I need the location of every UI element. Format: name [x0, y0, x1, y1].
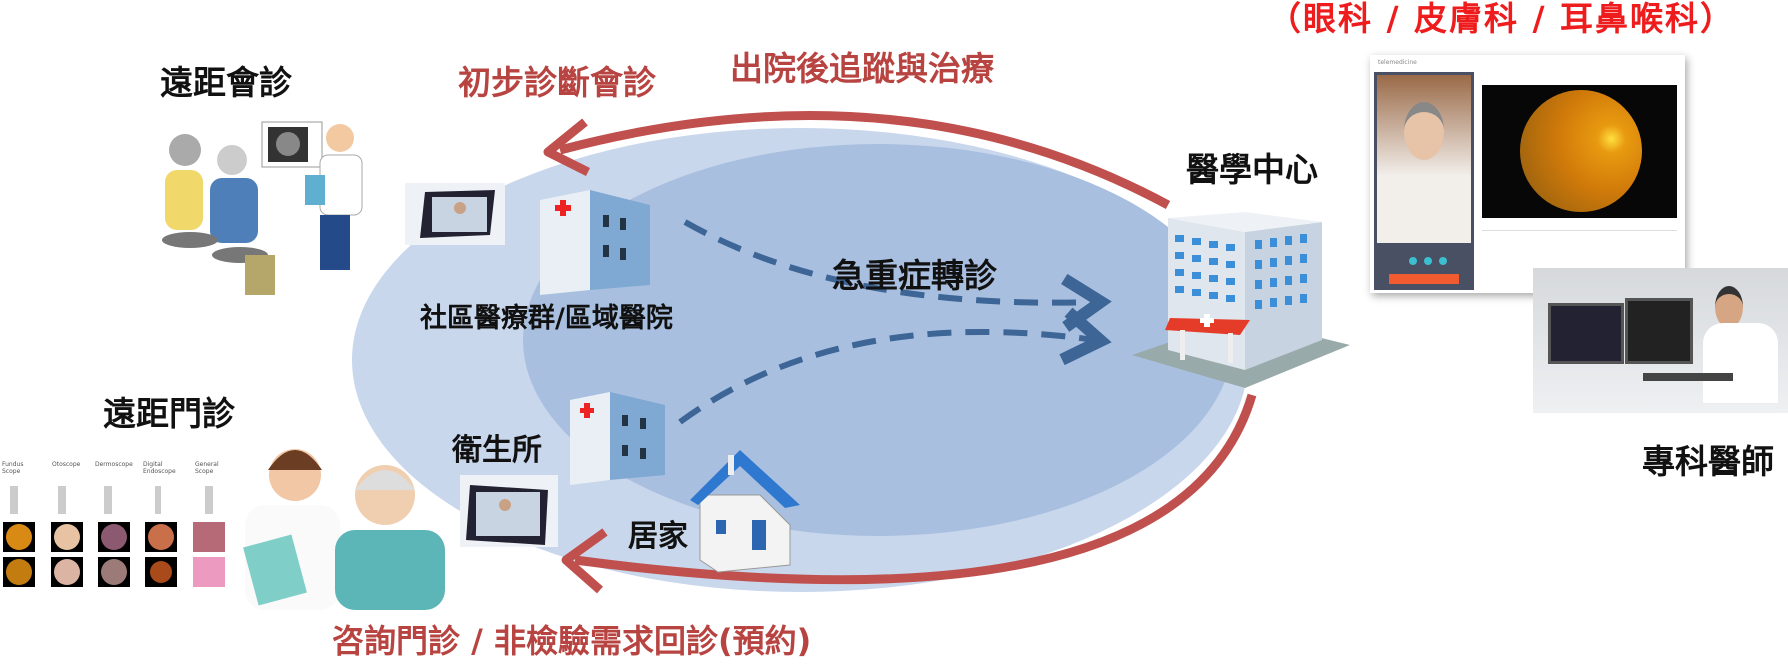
remote-consultation-label: 遠距會診	[160, 63, 292, 102]
laptop-video-call-icon	[405, 183, 505, 245]
emergency-referral-label: 急重症轉診	[832, 256, 997, 295]
medical-center-building-icon	[1132, 212, 1350, 388]
device-label: Digital Endoscope	[143, 461, 176, 475]
home-label: 居家	[628, 519, 688, 554]
home-house-icon	[690, 450, 800, 573]
referral-arrow-1	[683, 219, 1112, 332]
health-station-label: 衛生所	[452, 433, 542, 468]
top-arrow-head	[543, 118, 591, 177]
medical-center-label: 醫學中心	[1186, 150, 1318, 189]
specialist-label: 專科醫師	[1642, 442, 1774, 481]
specialist-doctor-photo	[1533, 268, 1788, 413]
referral-arrow-2	[678, 307, 1112, 425]
consult-clinic-label: 咨詢門診 / 非檢驗需求回診(預約)	[332, 622, 812, 660]
bottom-arrow-head	[561, 528, 608, 594]
inner-ellipse	[523, 144, 1233, 536]
telemedicine-app-screenshot: telemedicine	[1370, 55, 1685, 293]
laptop-video-call-icon	[460, 475, 558, 547]
device-label: Dermoscope	[95, 461, 133, 468]
fundus-image	[1482, 85, 1677, 218]
patient-video	[1374, 72, 1474, 290]
device-label: General Scope	[195, 461, 219, 475]
device-label: Otoscope	[52, 461, 81, 468]
remote-consultation-illustration	[162, 121, 363, 295]
nurse-and-elder-photo	[243, 449, 445, 610]
device-label: Fundus Scope	[2, 461, 24, 475]
otoscope-devices-panel: Fundus Scope Otoscope Dermoscope Digital…	[0, 461, 228, 597]
telemedicine-logo: telemedicine	[1378, 59, 1417, 66]
community-hospital-label: 社區醫療群/區域醫院	[420, 303, 673, 334]
top-arc-arrow	[558, 111, 1171, 209]
bottom-arc-arrow	[574, 393, 1257, 585]
initial-diagnosis-label: 初步診斷會診	[458, 63, 656, 102]
post-discharge-label: 出院後追蹤與治療	[730, 49, 994, 88]
health-station-icon	[570, 392, 665, 485]
community-hospital-icon	[540, 190, 650, 295]
remote-clinic-label: 遠距門診	[103, 394, 235, 433]
specialty-title: （眼科 / 皮膚科 / 耳鼻喉科）	[1268, 0, 1736, 38]
